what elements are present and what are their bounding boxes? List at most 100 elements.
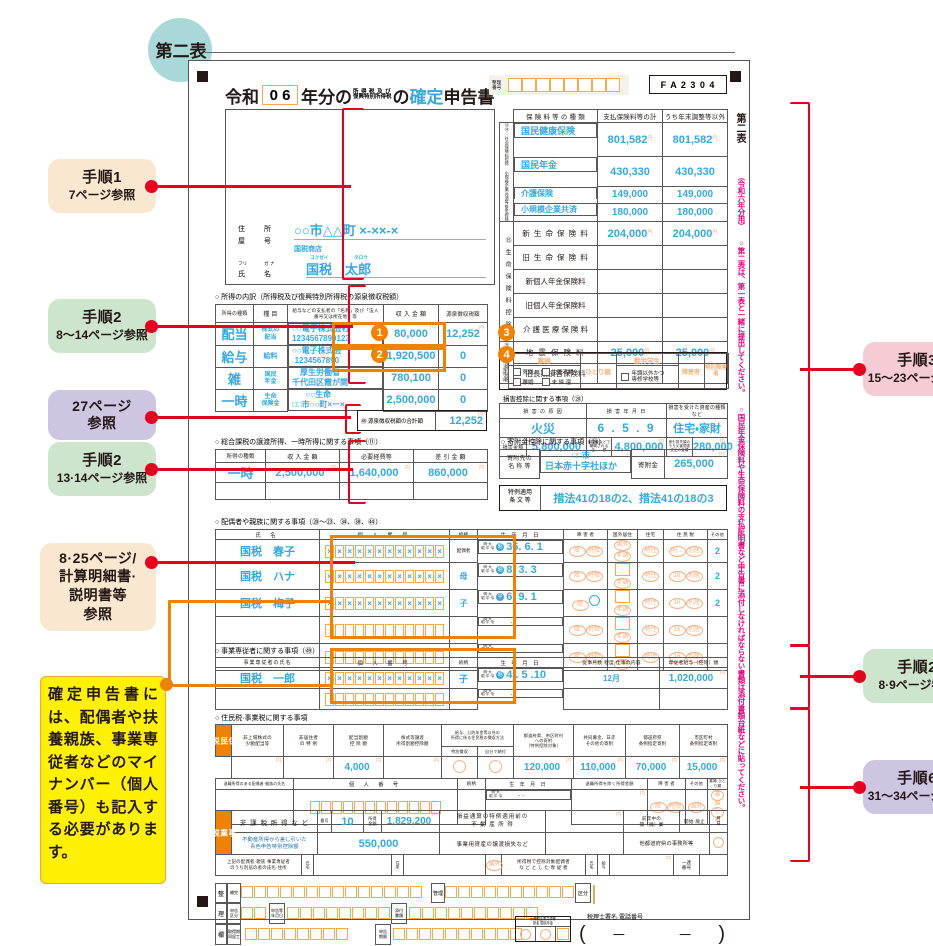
inc-row-3-payer2[interactable]: □□市○○町×ー×	[292, 400, 345, 410]
checkbox-icon[interactable]	[541, 368, 550, 377]
callout-p27[interactable]: 27ページ 参照	[48, 390, 156, 440]
bh-row-1-name[interactable]	[215, 688, 320, 710]
flag-housing[interactable]: 特住	[642, 545, 659, 557]
sd-cb-shibetsu[interactable]: 死別生死不明	[509, 367, 580, 377]
bh-row-1-mynumber-cells[interactable]	[319, 688, 450, 710]
inc-row-0-withheld[interactable]: 12,252	[446, 327, 480, 340]
name-value[interactable]: 国税 太郎	[306, 260, 486, 278]
dep-row-1-relation[interactable]: 母	[449, 562, 478, 590]
ins-row-4-paid[interactable]: 204,000	[607, 227, 648, 240]
inc-row-3-payer1[interactable]: ○○生命	[305, 390, 332, 400]
footer-row2-cells-b[interactable]	[287, 907, 390, 919]
bh-row-1-months[interactable]	[563, 688, 660, 710]
ins-row-7-paid[interactable]	[597, 293, 663, 318]
flag-disabled[interactable]: 障	[568, 624, 586, 636]
ins-row-5-paid[interactable]	[597, 245, 663, 270]
sd-cb-student[interactable]: 年調以外かつ 専修学校等	[617, 371, 678, 384]
ins-row-3-excl[interactable]: 180,000	[676, 206, 714, 218]
callout-step2a[interactable]: 手順2 8〜14ページ参照	[48, 299, 156, 353]
inc-row-1-income[interactable]: 1,920,500	[386, 350, 436, 363]
bh-row-0-mynumber-cells[interactable]: ××××××××××××	[319, 667, 450, 689]
flag-overseas-box[interactable]	[615, 590, 630, 603]
footer-row2-cells-a[interactable]	[241, 907, 266, 919]
rt-cb-special[interactable]	[441, 756, 478, 779]
inc-row-2-income[interactable]: 780,100	[391, 372, 431, 385]
dep-row-1-other[interactable]: 2	[714, 571, 720, 581]
flag-housing[interactable]: 特住	[642, 597, 659, 609]
flag-sp-disabled[interactable]: 特障	[585, 545, 603, 557]
flag-same[interactable]: 同→	[668, 545, 686, 557]
inc-row-1-payer1[interactable]: ○○電子株式会	[292, 346, 342, 356]
flag-disabled[interactable]: 障	[568, 545, 586, 557]
table-row[interactable]: 国税 ハナ ×××××××××××× 母 明·大 昭·平·令 昭 8. 3. 3…	[215, 562, 728, 590]
dep-row-0-other[interactable]: 2	[714, 546, 720, 556]
ins-row-6-excl[interactable]	[662, 269, 728, 294]
flag-nencho[interactable]: 年調	[614, 551, 631, 562]
ins-row-2-paid[interactable]: 149,000	[611, 189, 649, 201]
bh-row-0-salary[interactable]: 1,020,000	[668, 672, 714, 684]
bh-row-0-months[interactable]: 12月	[603, 673, 620, 683]
flag-sp-disabled[interactable]: 特障	[585, 624, 603, 636]
bt-row1-amt[interactable]: 1,829,200	[386, 816, 432, 827]
sd-cb-rikon[interactable]: 離婚未 帰 還	[509, 377, 580, 387]
special-clause-value[interactable]: 措法41の18の2、措法41の18の3	[553, 493, 714, 505]
dep-row-0-relation[interactable]: 配偶者	[449, 539, 478, 563]
tr-row-1-income[interactable]	[265, 482, 340, 500]
sl-serial-input[interactable]	[699, 854, 728, 876]
checkbox-icon[interactable]	[541, 378, 550, 387]
seiri-bango-field[interactable]: 整理 番号	[489, 75, 629, 95]
dep-row-3-mynumber-cells[interactable]	[319, 616, 450, 644]
rt-value-7[interactable]: 110,000	[580, 762, 616, 773]
checkbox-icon[interactable]	[512, 378, 521, 387]
ins-row-0-excl[interactable]: 801,582	[672, 133, 713, 146]
rt2-birth[interactable]: . .	[518, 791, 525, 799]
address-value[interactable]: ○○市△△町 ×-××-×	[294, 220, 486, 240]
rt-value-6[interactable]: 120,000	[523, 762, 561, 773]
rt-cb-self[interactable]	[477, 756, 514, 779]
don-amount[interactable]: 265,000	[674, 458, 714, 470]
flag-disabled[interactable]: 障	[568, 570, 586, 582]
flag-overseas-box[interactable]	[615, 644, 630, 657]
dep-row-2-other[interactable]: 2	[714, 598, 720, 608]
callout-step1[interactable]: 手順1 7ページ参照	[48, 159, 156, 213]
bt-row2-circle[interactable]	[709, 832, 728, 855]
don-dest-line1[interactable]: □□市	[572, 450, 590, 460]
rt-value-8[interactable]: 70,000	[635, 762, 667, 773]
checkbox-icon[interactable]	[512, 368, 521, 377]
rt-value-2[interactable]: 4,000	[344, 762, 370, 773]
footer-row1-cells[interactable]	[241, 886, 422, 898]
flag-separate[interactable]: 別居	[685, 597, 703, 609]
callout-step2c[interactable]: 手順2 8·9ページ参照	[863, 649, 933, 703]
bt-row1-no[interactable]: 10	[341, 815, 354, 828]
sl-address-input[interactable]	[403, 854, 486, 876]
flag-16[interactable]: 16	[668, 570, 686, 582]
don-dest-line2[interactable]: 日本赤十字社ほか	[545, 460, 618, 471]
dep-row-3-other[interactable]	[707, 616, 728, 644]
ins-row-6-paid[interactable]	[597, 269, 663, 294]
bh-row-1-relation[interactable]	[449, 688, 478, 710]
flag-nencho[interactable]: 年調	[614, 632, 631, 643]
flag-overseas-box[interactable]	[615, 563, 630, 576]
footer-row2-cells-c[interactable]	[409, 907, 538, 919]
dep-row-3-name[interactable]	[215, 616, 320, 644]
withholding-total-value[interactable]: 12,252	[449, 414, 483, 427]
tr-row-1-kind[interactable]	[215, 482, 266, 500]
ins-row-1-paid[interactable]: 430,330	[610, 165, 650, 178]
table-row[interactable]: 明·大 昭·平·令 . .	[215, 688, 728, 710]
checkbox-icon[interactable]	[620, 373, 629, 382]
flag-separate[interactable]: 別居	[685, 624, 703, 636]
flag-sp-disabled[interactable]: 特障	[585, 570, 603, 582]
inc-row-0-income[interactable]: 80,000	[394, 327, 428, 340]
callout-step3[interactable]: 手順3 15〜23ページ参照	[863, 342, 933, 396]
inc-row-1-payer2[interactable]: 1234567890	[294, 356, 340, 366]
bt-row2-blank[interactable]	[545, 832, 624, 855]
tr-row-0-net[interactable]: 860,000	[428, 466, 468, 479]
bh-row-0-birth[interactable]: 4 . 5 .10	[506, 669, 546, 681]
inc-row-2-payer2[interactable]: 千代田区霞が関	[292, 378, 348, 388]
sl-name-input[interactable]	[313, 854, 392, 876]
dep-row-2-mynumber-cells[interactable]: ××××××××××××	[319, 589, 450, 617]
dis-date[interactable]: 6 . 5 . 9	[597, 421, 656, 435]
tr-row-0-expense[interactable]: 1,640,000	[349, 466, 399, 479]
callout-step2b[interactable]: 手順2 13·14ページ参照	[48, 442, 156, 496]
